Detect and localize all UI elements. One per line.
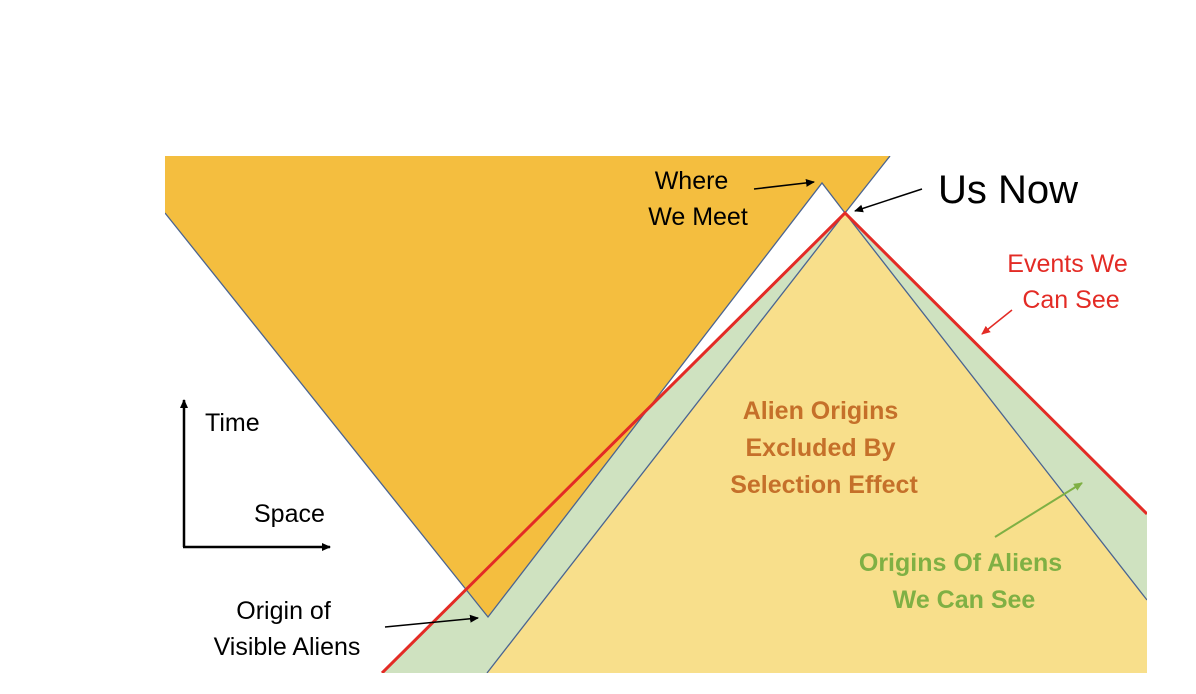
excluded-cone-right-edge xyxy=(844,212,1147,601)
us-now-arrow xyxy=(854,188,923,213)
past-light-cone-line xyxy=(380,210,1147,673)
space-axis-label: Space xyxy=(254,500,325,528)
events-we-can-see-label: Events We Can See xyxy=(1007,250,1134,314)
excluded-origins-label: Alien Origins Excluded By Selection Effe… xyxy=(730,397,918,499)
alien-future-cone xyxy=(165,156,890,617)
where-we-meet-label: Where We Meet xyxy=(648,167,748,231)
where-we-meet-arrow xyxy=(753,178,815,190)
origins-we-can-see-arrow xyxy=(994,482,1083,538)
time-axis-label: Time xyxy=(205,409,260,437)
origin-of-visible-aliens-label: Origin of Visible Aliens xyxy=(214,597,361,661)
origins-we-can-see-label: Origins Of Aliens We Can See xyxy=(859,549,1069,614)
future-cone-right-edge xyxy=(844,156,891,214)
us-now-label: Us Now xyxy=(938,168,1078,212)
excluded-origins-cone xyxy=(487,213,1147,673)
origin-of-visible-aliens-arrow xyxy=(384,614,479,628)
excluded-cone-left-edge xyxy=(486,212,846,673)
events-we-can-see-arrow xyxy=(981,309,1013,335)
